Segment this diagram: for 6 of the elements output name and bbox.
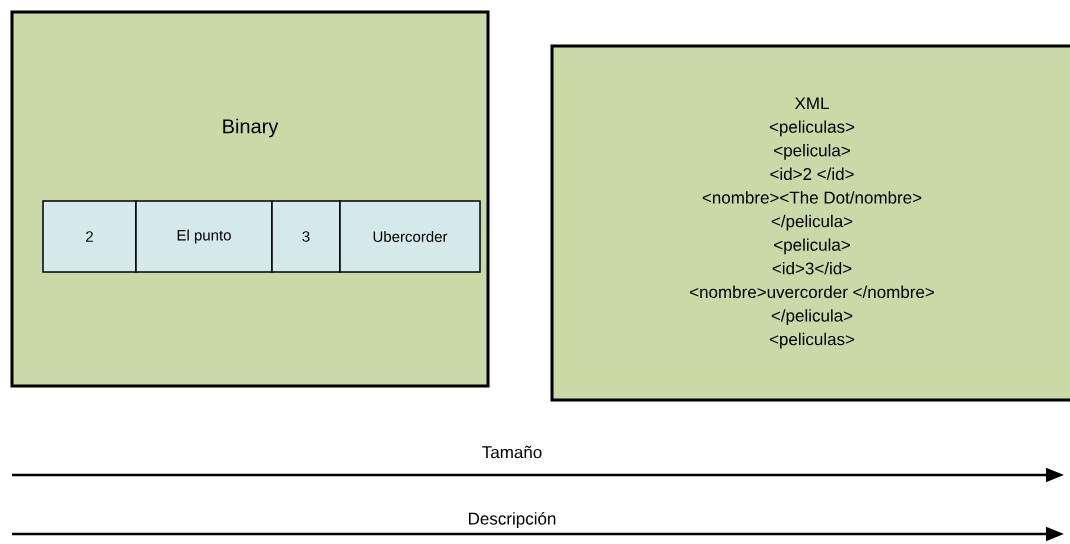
table-cell: 3 [271,200,341,273]
axis-label: Descripción [469,512,556,529]
panel: XML <peliculas> <pelicula> <id>2 </id> <nombre><The Dot/nombre> </pelicula> <pelicula> <id>3</id> <nombre>uvercorder </nombre> </pelicula> <peliculas> [550,44,1070,402]
table-cell: 2 [42,200,137,273]
axis-label: Tamaño [482,445,542,459]
table-cell: El punto [135,200,273,273]
